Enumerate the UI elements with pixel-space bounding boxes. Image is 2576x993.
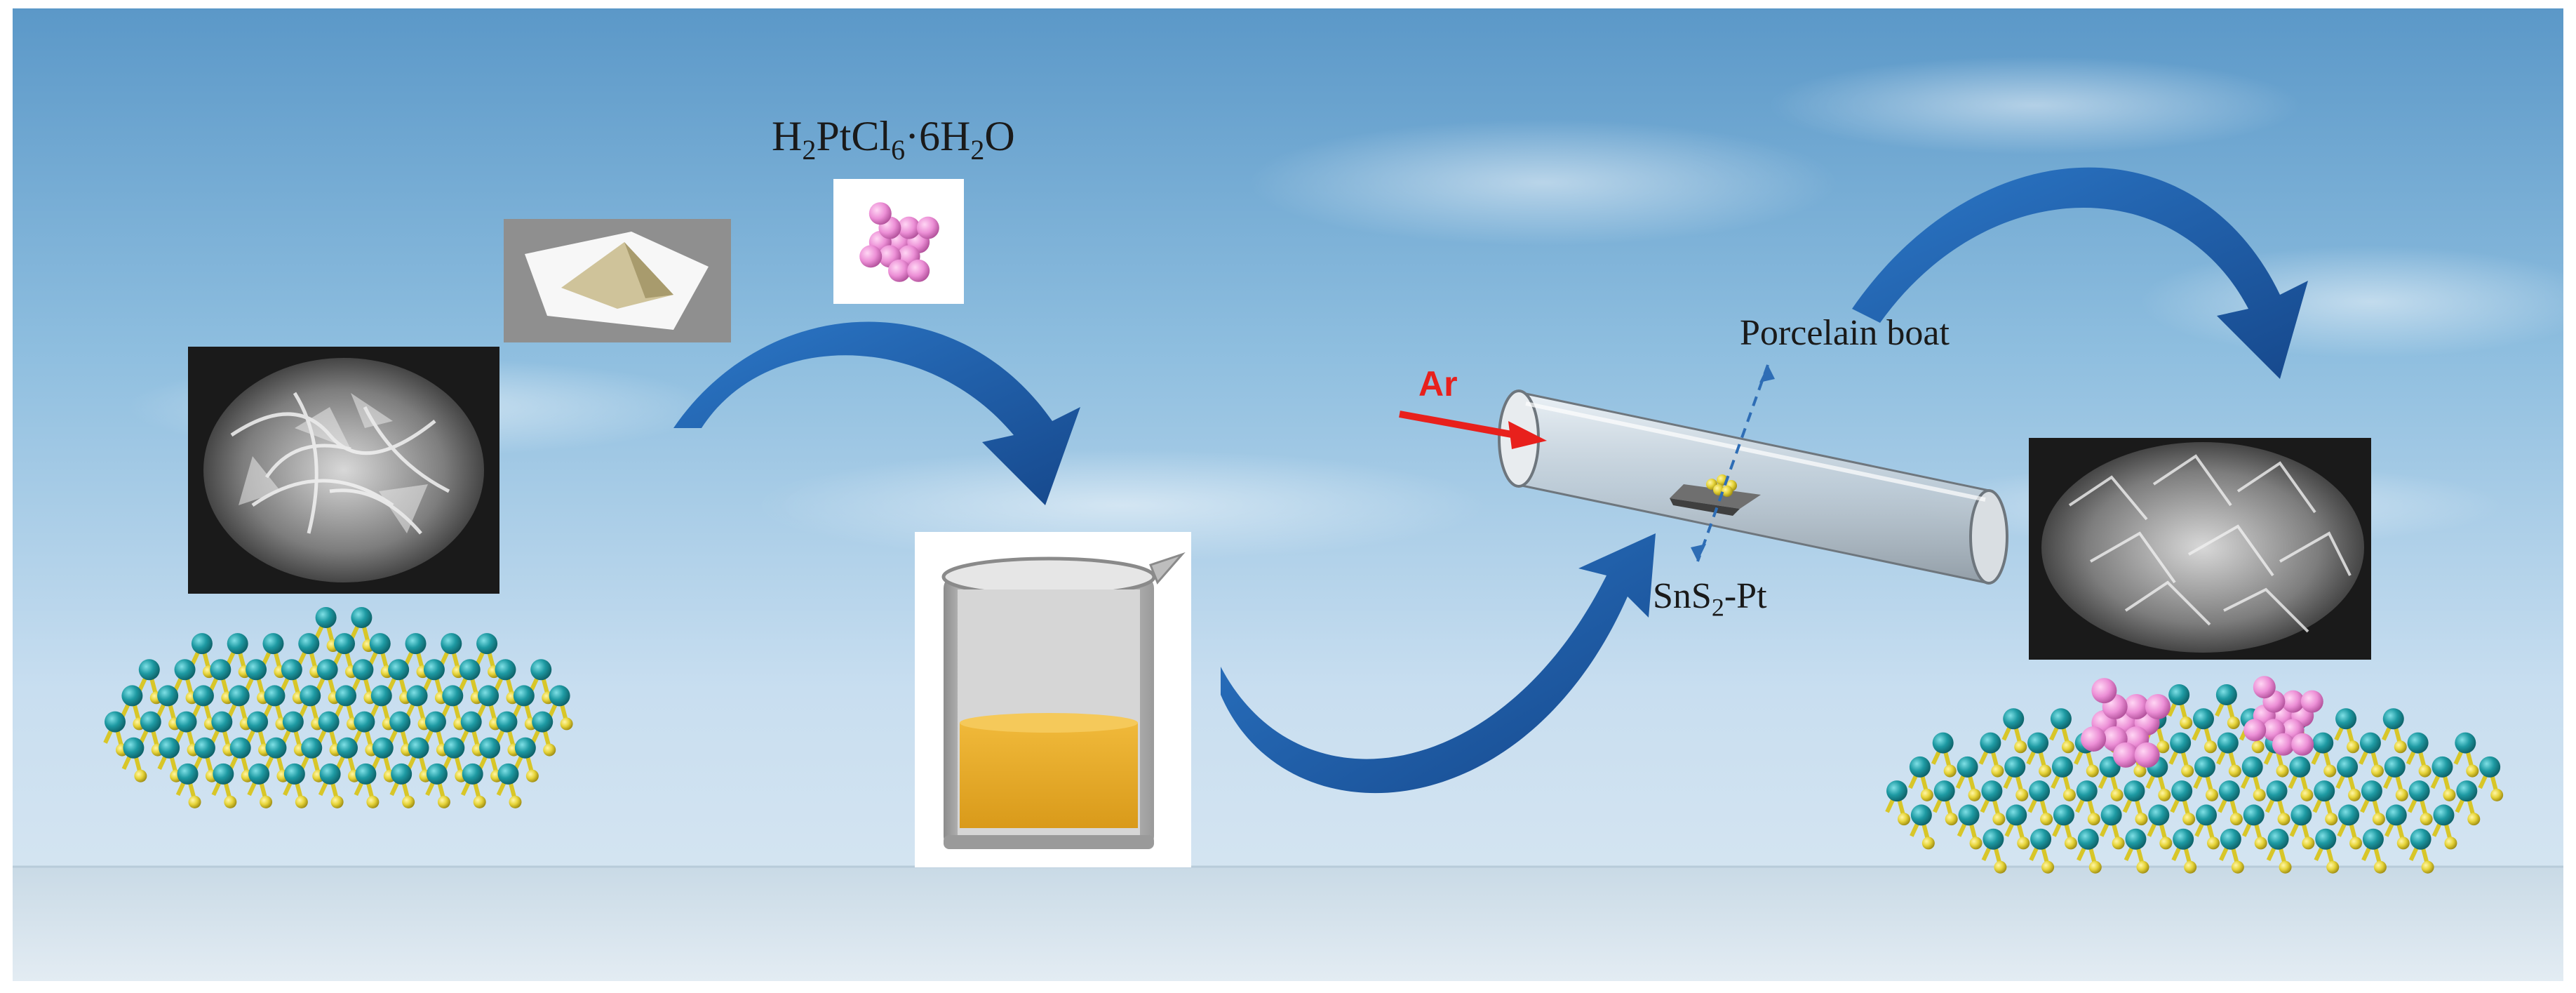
- precursor-formula-label: H2PtCl6·6H2O: [772, 113, 1015, 166]
- arrow-to-product: [1852, 167, 2308, 379]
- gas-label: Ar: [1418, 364, 1458, 404]
- porcelain-boat-icon: [1670, 474, 1761, 516]
- pointer-dashed-line: [1696, 364, 1769, 562]
- arrow-to-beaker: [673, 321, 1080, 505]
- arrow-to-furnace: [1221, 533, 1656, 794]
- sem-image-snsp-flower: [188, 347, 499, 594]
- sem-image-snsp-pt: [2029, 438, 2371, 660]
- powder-on-paper-icon: [504, 219, 731, 342]
- ar-gas-arrow: [1399, 411, 1547, 449]
- pt-cluster-icon: [833, 179, 964, 304]
- product-label: SnS2-Pt: [1653, 576, 1767, 622]
- porcelain-boat-label: Porcelain boat: [1740, 313, 1950, 353]
- sea-horizon: [13, 867, 2563, 981]
- pt-clusters-on-lattice: [2081, 676, 2323, 768]
- snsp-crystal-lattice: [103, 607, 573, 808]
- flask-beaker-icon: [915, 532, 1191, 867]
